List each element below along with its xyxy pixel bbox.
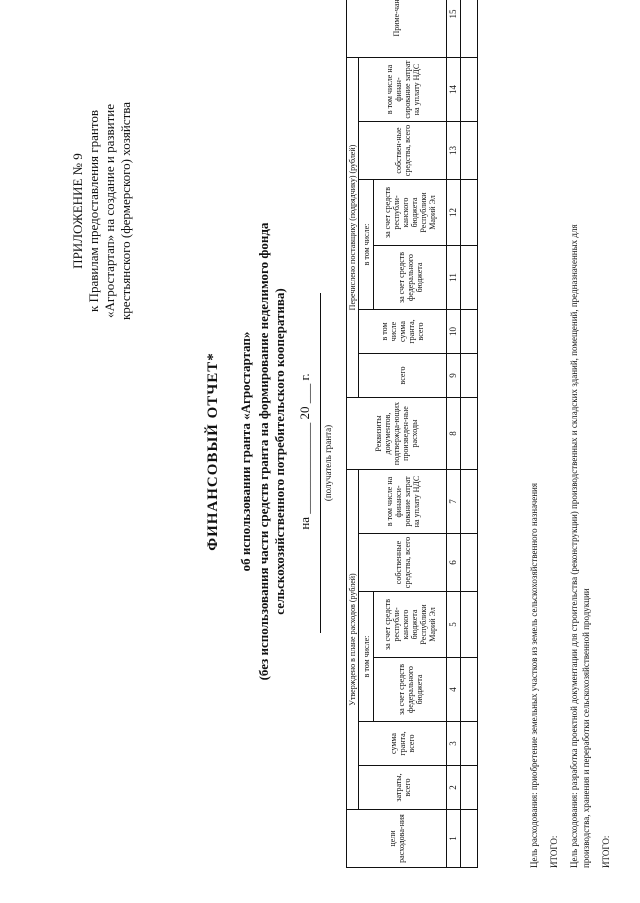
table-cell [460, 121, 478, 180]
col-paid-federal-header: за счет средств федерального бюджета [373, 245, 447, 310]
col-number: 15 [446, 0, 461, 58]
purpose-line: Цель расходования: приобретение земельны… [529, 483, 539, 868]
including-header: в том числе: [358, 591, 374, 722]
appendix-line: к Правилам предоставления грантов [86, 110, 101, 313]
document-subtitle: (без использования части средств гранта … [256, 222, 271, 681]
col-number: 5 [446, 591, 461, 658]
col-number: 11 [446, 245, 461, 310]
table-cell [460, 0, 478, 58]
col-number: 1 [446, 809, 461, 868]
including-header: в том числе: [358, 179, 374, 310]
table-cell [460, 469, 478, 534]
col-number: 3 [446, 721, 461, 766]
col-purpose-header: цели расходова-ния [346, 809, 447, 868]
table-row [460, 0, 478, 868]
col-costs-total-header: затраты, всего [358, 765, 447, 810]
financial-report-table: цели расходова-ния Утверждено в плане ра… [346, 0, 478, 868]
col-number: 6 [446, 533, 461, 592]
total-line: ИТОГО: [549, 835, 559, 868]
appendix-header: ПРИЛОЖЕНИЕ № 9 к Правилам предоставления… [70, 46, 134, 376]
col-number: 2 [446, 765, 461, 810]
document-subtitle: сельскохозяйственного потребительского к… [272, 288, 287, 615]
recipient-caption: (получатель гранта) [320, 293, 333, 633]
table-cell [460, 397, 478, 470]
table-cell [460, 353, 478, 398]
table-cell [460, 309, 478, 354]
report-date-line: на ______________ 20 ___ г. [297, 373, 312, 530]
col-paid-own-header: собствен-ные средства, всего [358, 121, 447, 180]
col-own-funds-header: собственные средства, всего [358, 533, 447, 592]
document-subtitle: об использовании гранта «Агростартап» [238, 331, 253, 572]
total-line: ИТОГО: [601, 835, 611, 868]
table-cell [460, 657, 478, 722]
paid-group-header: Перечислено поставщику (подрядчику) (руб… [346, 57, 359, 398]
appendix-line: крестьянского (фермерского) хозяйства [118, 102, 133, 321]
col-vat-header: в том числе на финанси-рование затрат на… [358, 469, 447, 534]
column-number-row: 1 2 3 4 5 6 7 8 9 10 11 12 13 14 15 [446, 0, 461, 868]
table-cell [460, 179, 478, 246]
table-cell [460, 533, 478, 592]
table-cell [460, 245, 478, 310]
table-cell [460, 809, 478, 868]
col-paid-grant-header: в том числе сумма гранта, всего [358, 309, 447, 354]
col-republic-header: за счет средств республи-канского бюджет… [373, 591, 447, 658]
col-number: 10 [446, 309, 461, 354]
table-cell [460, 721, 478, 766]
approved-group-header: Утверждено в плане расходов (рублей) [346, 469, 359, 810]
table-cell [460, 57, 478, 122]
col-note-header: Приме-чание [346, 0, 447, 58]
appendix-number: ПРИЛОЖЕНИЕ № 9 [70, 153, 85, 269]
table-cell [460, 591, 478, 658]
col-number: 7 [446, 469, 461, 534]
col-number: 8 [446, 397, 461, 470]
col-paid-vat-header: в том числе на финан-сирование затрат на… [358, 57, 447, 122]
table-cell [460, 765, 478, 810]
col-number: 12 [446, 179, 461, 246]
col-number: 4 [446, 657, 461, 722]
col-number: 13 [446, 121, 461, 180]
col-number: 9 [446, 353, 461, 398]
col-grant-total-header: сумма гранта, всего [358, 721, 447, 766]
col-paid-total-header: всего [358, 353, 447, 398]
purpose-line-continued: производства, хранения и переработки сел… [581, 588, 591, 868]
col-federal-header: за счет средств федерального бюджета [373, 657, 447, 722]
purpose-line: Цель расходования: разработка проектной … [569, 224, 579, 868]
col-documents-header: Реквизиты документов, подтвержда-ющих пр… [346, 397, 447, 470]
document-title: ФИНАНСОВЫЙ ОТЧЕТ* [205, 352, 221, 551]
appendix-line: «Агростартап» на создание и развитие [102, 104, 117, 318]
col-paid-republic-header: за счет средств республи-канского бюджет… [373, 179, 447, 246]
col-number: 14 [446, 57, 461, 122]
